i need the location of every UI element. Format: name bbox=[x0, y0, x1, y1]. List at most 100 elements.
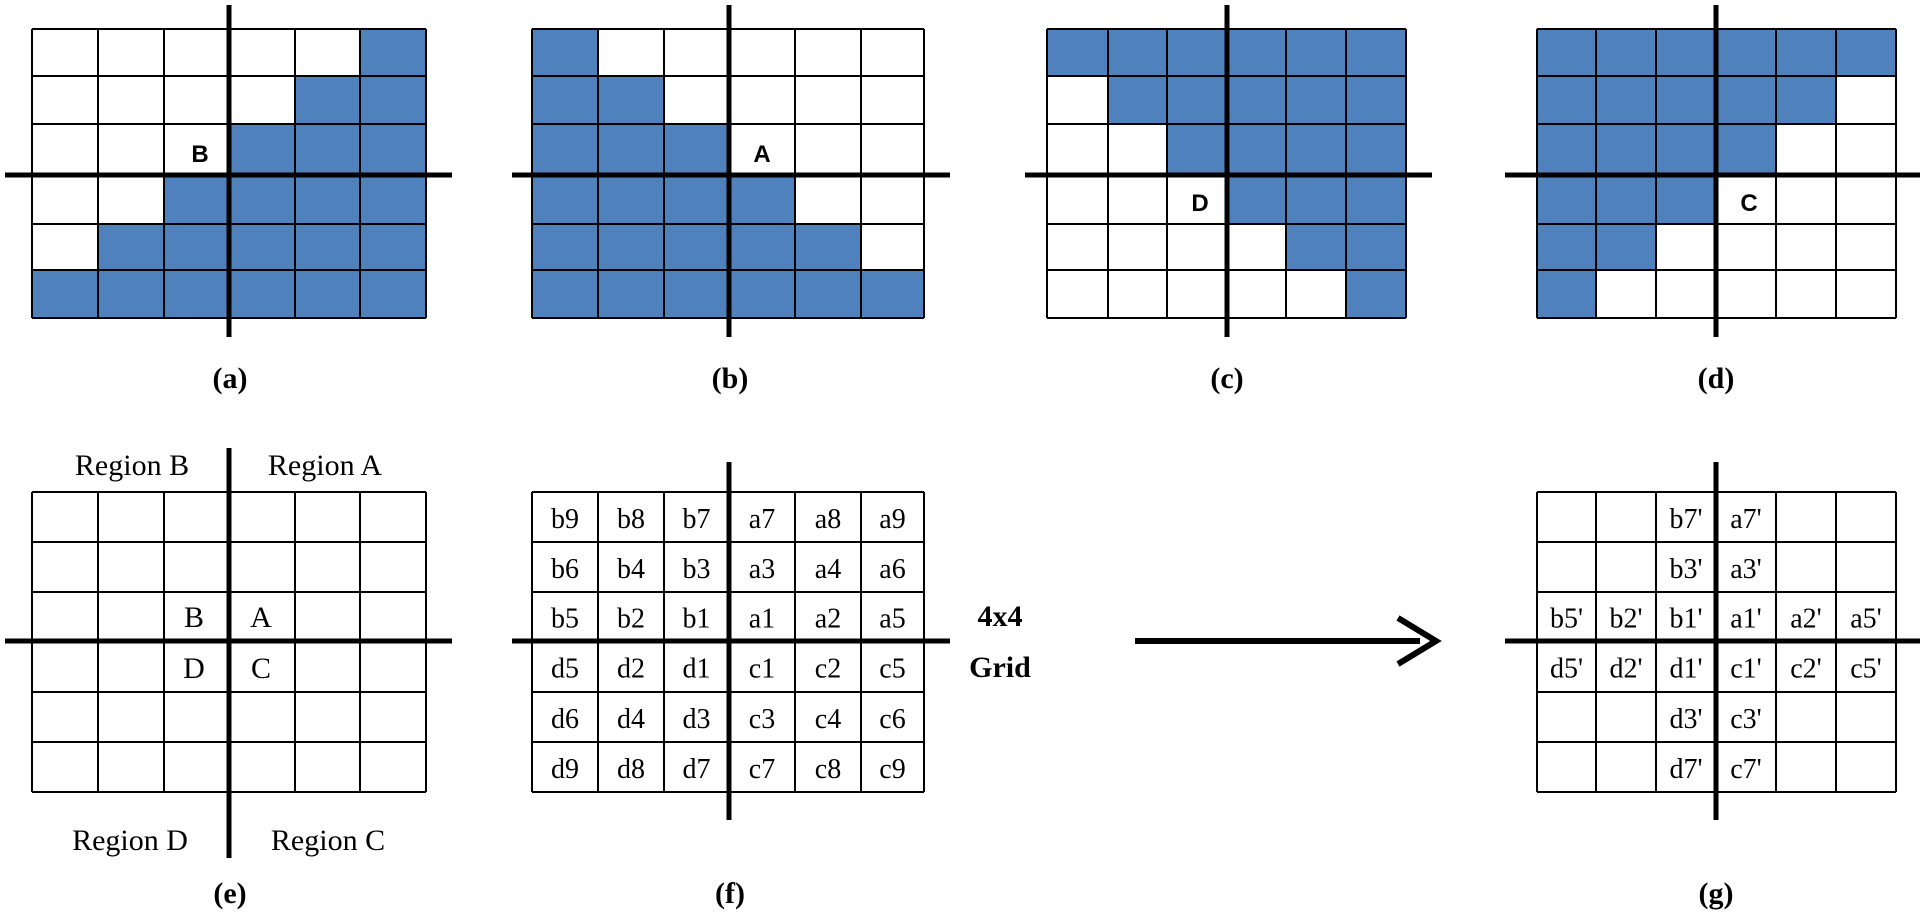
cell-label: d1 bbox=[683, 654, 711, 685]
cell-label: c2 bbox=[815, 654, 841, 685]
cell-label: b5' bbox=[1550, 603, 1583, 634]
filled-cell bbox=[1596, 29, 1656, 76]
empty-cell bbox=[598, 29, 664, 76]
cell-label: c5 bbox=[879, 654, 905, 685]
panel-b-cells bbox=[532, 29, 924, 318]
filled-cell bbox=[532, 270, 598, 318]
cell-label: b9 bbox=[551, 504, 579, 535]
filled-cell bbox=[861, 270, 924, 318]
filled-cell bbox=[1227, 124, 1286, 175]
cell-label: c1' bbox=[1730, 654, 1761, 685]
cell-label: c7' bbox=[1730, 754, 1761, 785]
cell-label: d4 bbox=[617, 704, 645, 735]
filled-cell bbox=[1537, 270, 1596, 318]
region-a-label: Region A bbox=[268, 449, 383, 482]
empty-cell bbox=[32, 124, 98, 175]
filled-cell bbox=[532, 224, 598, 270]
cell-label: b1 bbox=[683, 603, 711, 634]
cell-label: b6 bbox=[551, 554, 579, 585]
filled-cell bbox=[1227, 175, 1286, 224]
empty-cell bbox=[1227, 224, 1286, 270]
cell-label: a7' bbox=[1730, 504, 1761, 535]
cell-label: d2 bbox=[617, 654, 645, 685]
transform-arrow bbox=[1135, 615, 1442, 667]
filled-cell bbox=[598, 124, 664, 175]
empty-cell bbox=[164, 76, 229, 124]
empty-cell bbox=[1047, 270, 1108, 318]
filled-cell bbox=[1167, 76, 1227, 124]
cell-label: a4 bbox=[815, 554, 841, 585]
filled-cell bbox=[229, 270, 295, 318]
cell-label: d7 bbox=[683, 754, 711, 785]
filled-cell bbox=[598, 76, 664, 124]
cell-label: b8 bbox=[617, 504, 645, 535]
filled-cell bbox=[1537, 224, 1596, 270]
filled-cell bbox=[1716, 29, 1776, 76]
panel-a-quadrant-label: B bbox=[191, 141, 208, 168]
cell-label: c9 bbox=[879, 754, 905, 785]
empty-cell bbox=[1836, 175, 1896, 224]
empty-cell bbox=[795, 124, 861, 175]
empty-cell bbox=[1167, 175, 1227, 224]
filled-cell bbox=[598, 224, 664, 270]
filled-cell bbox=[360, 270, 426, 318]
filled-cell bbox=[664, 124, 729, 175]
panel-c-grid bbox=[1025, 5, 1432, 337]
empty-cell bbox=[729, 76, 795, 124]
empty-cell bbox=[1108, 270, 1167, 318]
filled-cell bbox=[1537, 76, 1596, 124]
cell-label: c3' bbox=[1730, 704, 1761, 735]
filled-cell bbox=[1167, 29, 1227, 76]
filled-cell bbox=[664, 224, 729, 270]
filled-cell bbox=[1656, 76, 1716, 124]
cell-label: a7 bbox=[749, 504, 775, 535]
filled-cell bbox=[795, 270, 861, 318]
cell-label: d5 bbox=[551, 654, 579, 685]
filled-cell bbox=[532, 175, 598, 224]
filled-cell bbox=[795, 224, 861, 270]
empty-cell bbox=[1656, 270, 1716, 318]
empty-cell bbox=[795, 29, 861, 76]
filled-cell bbox=[1346, 175, 1406, 224]
empty-cell bbox=[729, 124, 795, 175]
panel-g-grid bbox=[1505, 462, 1920, 820]
filled-cell bbox=[1537, 175, 1596, 224]
empty-cell bbox=[1716, 224, 1776, 270]
empty-cell bbox=[1836, 76, 1896, 124]
empty-cell bbox=[98, 124, 164, 175]
filled-cell bbox=[1716, 124, 1776, 175]
filled-cell bbox=[1716, 76, 1776, 124]
panel-d: C (d) bbox=[1505, 5, 1920, 395]
panel-e-caption: (e) bbox=[213, 877, 246, 910]
cell-label: b5 bbox=[551, 603, 579, 634]
empty-cell bbox=[861, 76, 924, 124]
filled-cell bbox=[1596, 124, 1656, 175]
cell-label: a5' bbox=[1850, 603, 1881, 634]
empty-cell bbox=[32, 29, 98, 76]
empty-cell bbox=[98, 175, 164, 224]
filled-cell bbox=[229, 224, 295, 270]
cell-label: a9 bbox=[879, 504, 905, 535]
panel-a-caption: (a) bbox=[213, 362, 248, 395]
filled-cell bbox=[729, 175, 795, 224]
panel-e: Region B Region A Region D Region C B A … bbox=[5, 448, 452, 910]
cell-label: c2' bbox=[1790, 654, 1821, 685]
cell-label: d3' bbox=[1669, 704, 1702, 735]
panel-c-caption: (c) bbox=[1210, 362, 1243, 395]
empty-cell bbox=[98, 76, 164, 124]
empty-cell bbox=[1047, 76, 1108, 124]
filled-cell bbox=[360, 124, 426, 175]
panel-c-quadrant-label: D bbox=[1191, 190, 1208, 217]
filled-cell bbox=[1286, 175, 1346, 224]
filled-cell bbox=[1346, 29, 1406, 76]
cell-label: c4 bbox=[815, 704, 841, 735]
panel-b-caption: (b) bbox=[712, 362, 749, 395]
cell-label: d7' bbox=[1669, 754, 1702, 785]
empty-cell bbox=[1776, 270, 1836, 318]
cell-label: d9 bbox=[551, 754, 579, 785]
panel-g-caption: (g) bbox=[1699, 877, 1734, 910]
panel-g-cell-labels: b7'a7'b3'a3'b5'b2'b1'a1'a2'a5'd5'd2'd1'c… bbox=[1550, 504, 1882, 785]
empty-cell bbox=[861, 124, 924, 175]
